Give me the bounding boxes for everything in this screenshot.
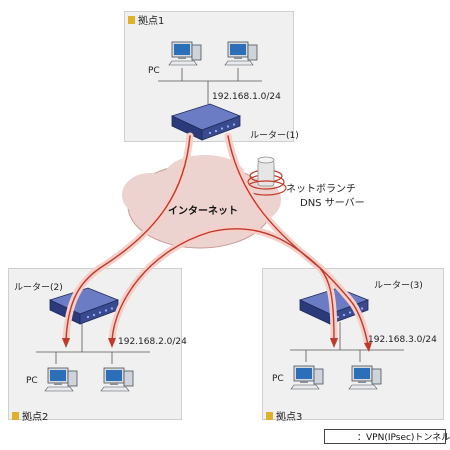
site-3-pc-label: PC [272,374,284,384]
site-3-area [262,268,444,420]
router-2-label: ルーター(2) [14,283,63,293]
dns-label-line1: ネットボランチ [286,184,356,195]
router-3-label: ルーター(3) [374,281,423,291]
router-1-label: ルーター(1) [250,131,299,141]
site-3-tag: 拠点3 [266,408,302,423]
internet-label: インターネット [168,206,238,217]
pc-icon [44,367,78,392]
site-3-subnet: 192.168.3.0/24 [368,335,437,345]
site-2-tag: 拠点2 [12,408,48,423]
site-2-lan [36,322,150,364]
tunnel-arrowhead [364,342,372,352]
router-2-icon [49,287,119,325]
dns-label-line2: DNS サーバー [300,198,365,209]
tunnel-arrowhead [108,338,116,348]
legend: ：VPN(IPsec)トンネル [324,429,450,444]
site-marker-icon [266,411,273,420]
tunnel-arrowhead [330,338,338,348]
site-1-subnet: 192.168.1.0/24 [212,92,281,102]
site-3-name: 拠点3 [276,412,303,423]
site-1-tag: 拠点1 [128,12,164,27]
legend-label: ：VPN(IPsec)トンネル [357,433,450,443]
site-1-lan [158,68,262,104]
pc-icon [290,365,324,390]
site-1-name: 拠点1 [138,16,165,27]
dns-server-icon [245,156,287,196]
pc-icon [224,41,258,66]
site-2-pc-label: PC [26,376,38,386]
site-1-pc-label: PC [148,66,160,76]
pc-icon [100,367,134,392]
site-3-lan [290,322,404,362]
site-marker-icon [12,411,19,420]
site-2-name: 拠点2 [22,412,49,423]
vpn-tunnel-1-2 [65,135,191,341]
vpn-tunnels [62,132,372,352]
site-marker-icon [128,15,135,24]
vpn-tunnel-2-3 [111,228,369,346]
tunnel-arrowhead [62,338,70,348]
site-2-subnet: 192.168.2.0/24 [118,337,187,347]
pc-icon [348,365,382,390]
pc-icon [168,41,202,66]
